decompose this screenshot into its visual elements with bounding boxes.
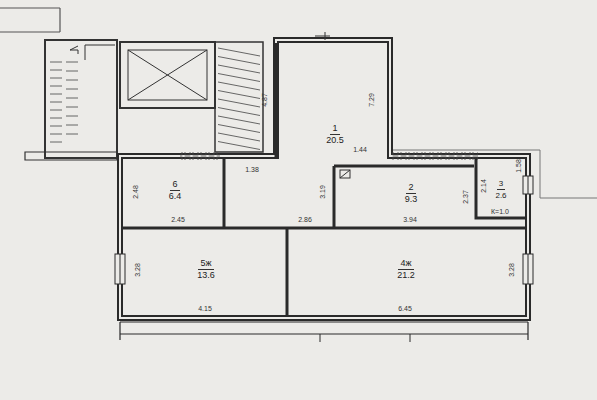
room-number: 5ж (198, 258, 213, 270)
stair-steps (50, 48, 260, 150)
dimension-label: 4.87 (261, 93, 269, 107)
neighbour-wall (0, 8, 60, 32)
room-area: 13.6 (195, 270, 217, 281)
room-label: 32.6 (486, 172, 516, 206)
room-number: 2 (406, 182, 415, 194)
room-area: 9.3 (403, 194, 420, 205)
room-area: 2.6 (493, 190, 508, 201)
fixture (315, 32, 350, 178)
dimension-label: 2.86 (298, 216, 312, 224)
room-area: 6.4 (167, 191, 184, 202)
dimension-label: 2.14 (480, 179, 488, 193)
dimension-label: 2.37 (462, 190, 470, 204)
dimension-label: 1.38 (245, 166, 259, 174)
room-label: 5ж13.6 (128, 240, 284, 298)
dimension-label: 3.19 (319, 185, 327, 199)
dimension-label: 4.15 (198, 305, 212, 313)
room-label: 29.3 (356, 170, 466, 216)
dimension-label: 2.48 (132, 185, 140, 199)
dimension-label: 3.94 (403, 216, 417, 224)
window (115, 176, 533, 284)
room-number: 6 (170, 179, 179, 191)
room-label: 4ж21.2 (292, 240, 520, 298)
room-area: 20.5 (324, 135, 346, 146)
neighbour-wall (392, 40, 597, 198)
dimension-label: 1.44 (353, 146, 367, 154)
room-label: 66.4 (128, 165, 222, 215)
dimension-label: 2.45 (171, 216, 185, 224)
dimension-label: 3.28 (134, 263, 142, 277)
inner-wall (123, 43, 525, 315)
room-number: 4ж (398, 258, 413, 270)
dimension-label: 6.45 (398, 305, 412, 313)
balcony (120, 322, 528, 342)
room-area: 21.2 (395, 270, 417, 281)
staircase (25, 40, 263, 160)
dimension-label: 3.28 (508, 263, 516, 277)
dimension-label: К=1.0 (491, 208, 509, 216)
room-number: 1 (330, 123, 339, 135)
room-number: 3 (497, 178, 505, 190)
dimension-label: 7.29 (368, 93, 376, 107)
outer-wall (120, 40, 528, 318)
dimension-label: 1.58 (515, 159, 523, 173)
